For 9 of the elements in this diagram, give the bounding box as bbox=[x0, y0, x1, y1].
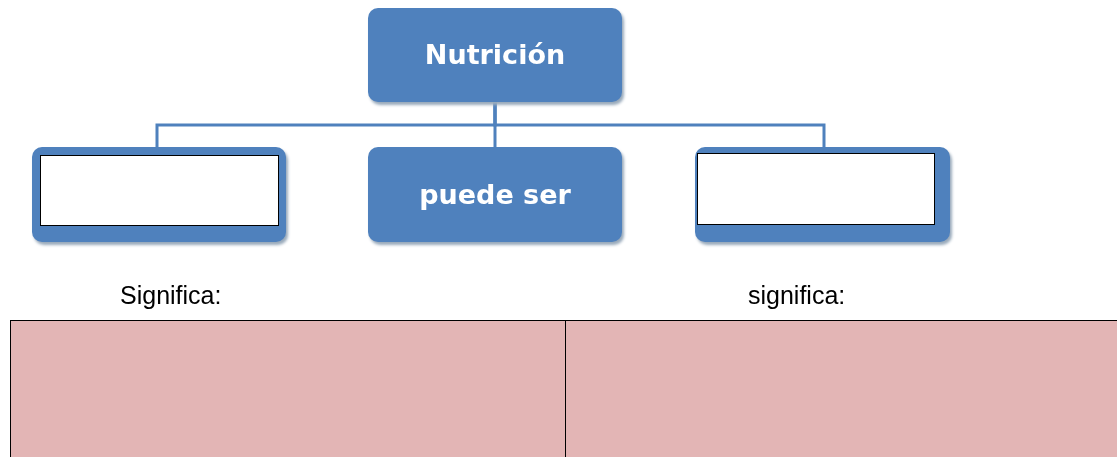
concept-box bbox=[368, 147, 622, 242]
empty-concept-box bbox=[32, 147, 286, 242]
node-text: puede ser bbox=[419, 178, 571, 210]
connector-line bbox=[493, 102, 826, 147]
node-text: Nutrición bbox=[424, 39, 566, 71]
concept-box bbox=[368, 8, 622, 102]
prompt-label: significa: bbox=[748, 281, 846, 310]
empty-concept-box bbox=[695, 147, 950, 242]
prompt-label: Significa: bbox=[120, 281, 222, 310]
